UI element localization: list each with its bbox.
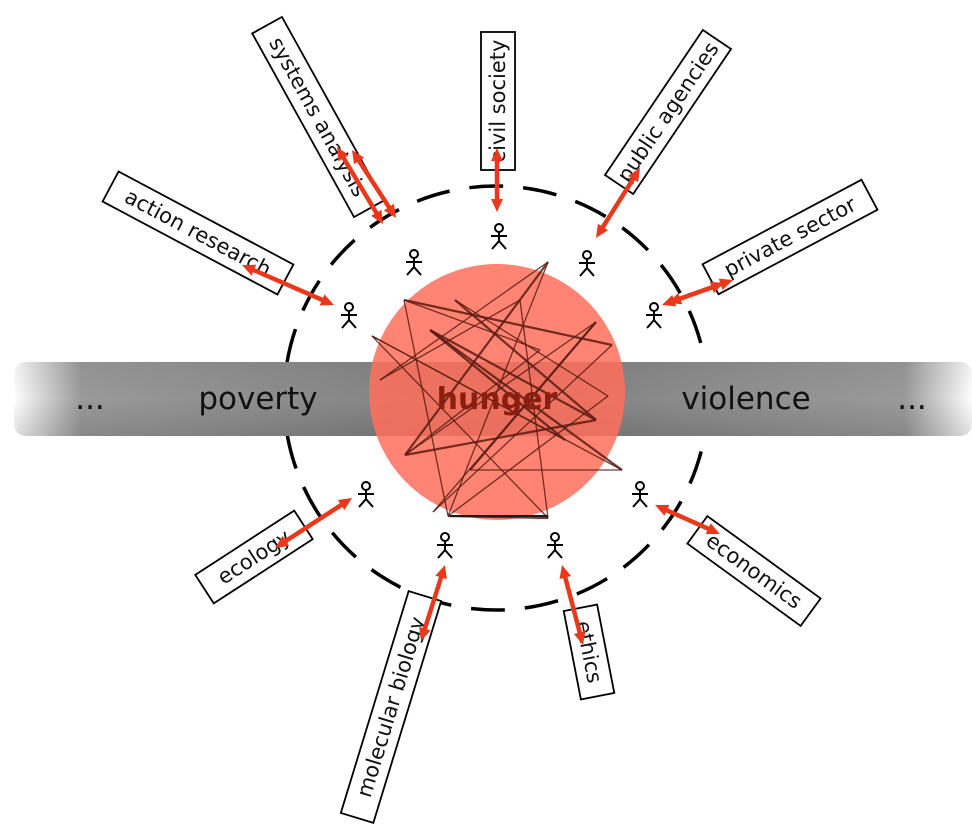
discipline-label-molecular-biology: molecular biology — [352, 614, 430, 800]
hunger-label: hunger — [437, 382, 558, 417]
arrow-economics-icon — [655, 504, 720, 535]
actor-systems-analysis-icon — [406, 249, 422, 276]
network-line — [469, 321, 597, 471]
actor-ecology-icon — [358, 481, 374, 508]
arrow-private-sector-icon — [668, 281, 724, 305]
network-line — [403, 298, 613, 347]
arrow-ecology-icon — [275, 498, 352, 548]
network-line — [379, 261, 549, 381]
actor-private-sector-icon — [646, 302, 662, 329]
discipline-box-ethics: ethics — [562, 603, 616, 701]
discipline-label-economics: economics — [702, 528, 807, 613]
discipline-label-civil-society: civil society — [486, 40, 510, 163]
network-line — [371, 335, 566, 441]
arrow-action-research-icon — [242, 264, 334, 306]
network-line — [429, 329, 597, 421]
actor-action-research-icon — [341, 302, 357, 329]
network-line — [404, 418, 597, 457]
link-arrows — [242, 147, 733, 645]
network-line — [404, 349, 541, 456]
actor-economics-icon — [632, 481, 648, 508]
actor-ethics-icon — [547, 532, 563, 559]
network-line — [447, 261, 549, 517]
arrow-systems-analysis-icon — [337, 147, 383, 224]
discipline-label-public-agencies: public agencies — [612, 38, 723, 187]
violence-label: violence — [681, 381, 810, 417]
network-line — [403, 299, 449, 517]
network-line — [429, 329, 566, 441]
actor-molecular-biology-icon — [437, 532, 453, 559]
actor-public-agencies-icon — [579, 250, 595, 277]
network-line — [454, 299, 597, 421]
discipline-box-public-agencies: public agencies — [603, 28, 733, 196]
arrow-civil-society-icon — [491, 148, 503, 212]
arrow-molecular-biology-icon — [419, 565, 447, 641]
actor-civil-society-icon — [491, 223, 507, 250]
network-line — [404, 321, 597, 456]
arrow-public-agencies-icon — [596, 168, 640, 238]
interaction-network — [371, 261, 623, 520]
left-ellipsis: ... — [75, 381, 105, 417]
network-line — [519, 299, 549, 519]
arrow-systems-analysis-icon — [352, 150, 396, 218]
right-ellipsis: ... — [897, 381, 927, 417]
discipline-label-private-sector: private sector — [720, 192, 861, 282]
network-line — [371, 335, 549, 519]
discipline-box-systems-analysis: systems analysis — [251, 15, 385, 219]
network-line — [404, 261, 549, 456]
discipline-box-private-sector: private sector — [701, 178, 879, 296]
actor-group — [341, 223, 662, 559]
arrow-ethics-icon — [559, 565, 586, 645]
poverty-label: poverty — [198, 381, 317, 417]
discipline-box-civil-society: civil society — [480, 31, 516, 171]
discipline-box-ecology: ecology — [194, 509, 314, 605]
network-line — [454, 299, 609, 397]
network-line — [429, 329, 623, 471]
network-line — [432, 344, 613, 513]
network-line — [403, 299, 541, 351]
network-line — [447, 395, 609, 517]
